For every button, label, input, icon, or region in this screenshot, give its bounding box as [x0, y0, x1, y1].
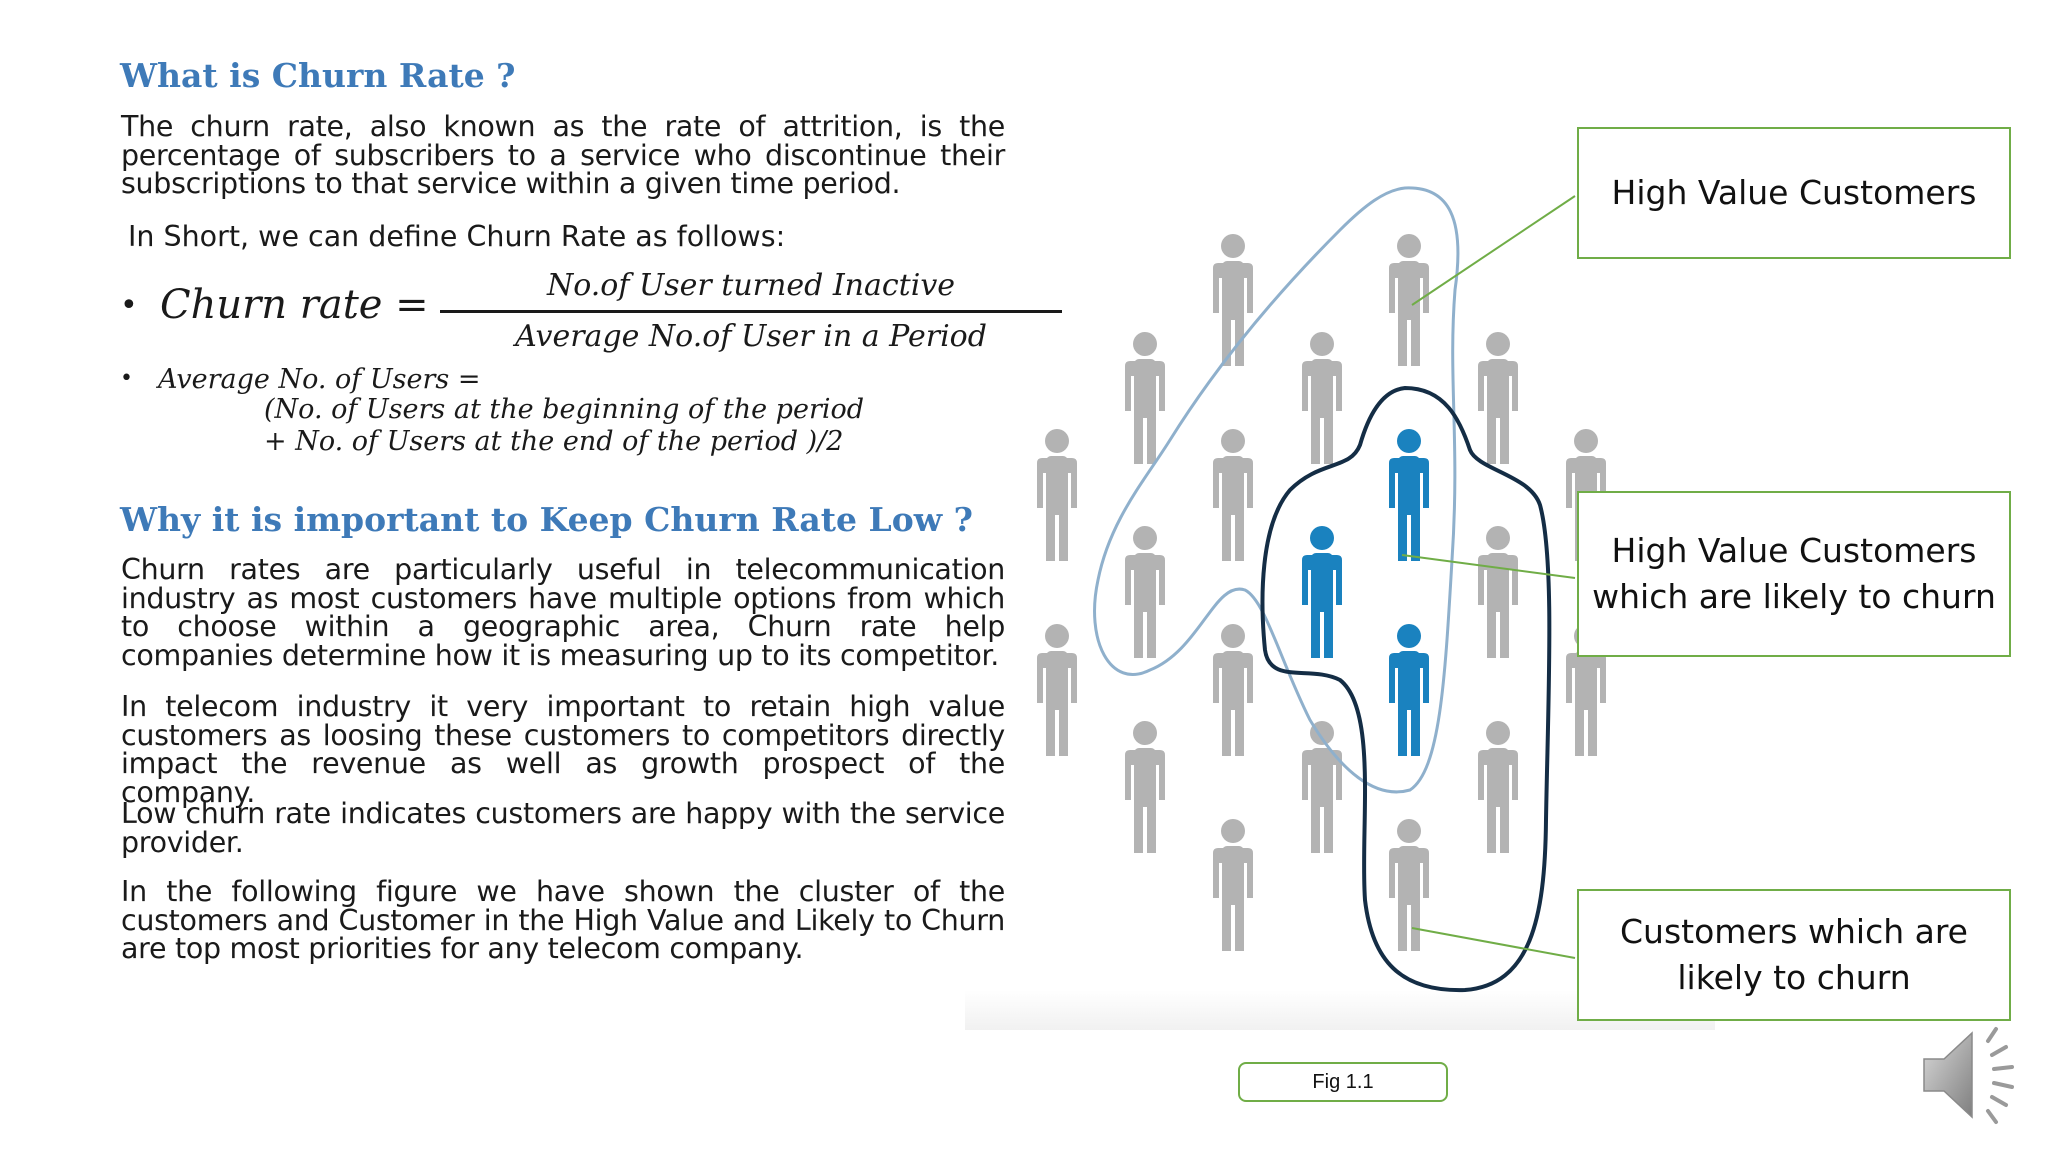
- callout-high-value-churn: High Value Customers which are likely to…: [1577, 491, 2011, 657]
- callout-high-value: High Value Customers: [1577, 127, 2011, 259]
- formula-denominator: Average No.of User in a Period: [515, 319, 987, 354]
- callout-likely-churn-line2: likely to churn: [1677, 958, 1911, 997]
- formula-average-users: • Average No. of Users = (No. of Users a…: [120, 364, 865, 457]
- paragraph-figure: In the following figure we have shown th…: [121, 875, 1005, 965]
- in-short-text: In Short, we can define Churn Rate as fo…: [128, 220, 786, 253]
- callout-high-value-churn-line2: which are likely to churn: [1592, 577, 1996, 616]
- paragraph-retain: In telecom industry it very important to…: [121, 690, 1005, 809]
- heading-what-is-churn: What is Churn Rate ?: [120, 56, 516, 95]
- formula-numerator: No.of User turned Inactive: [546, 268, 956, 303]
- speaker-icon[interactable]: [1920, 1025, 2024, 1125]
- connector-high-value: [1411, 195, 1576, 306]
- formula2-line1: (No. of Users at the beginning of the pe…: [264, 394, 865, 425]
- definition-text: The churn rate, also known as the rate o…: [121, 110, 1005, 200]
- fraction-bar: [440, 310, 1062, 313]
- paragraph-low-churn: Low churn rate indicates customers are h…: [121, 797, 1005, 859]
- formula-lhs: Churn rate =: [160, 282, 429, 328]
- connector-high-value-churn: [1401, 554, 1576, 579]
- high-value-outline: [1093, 186, 1460, 794]
- callout-high-value-churn-line1: High Value Customers: [1611, 531, 1977, 570]
- likely-churn-outline: [1260, 385, 1552, 993]
- formula-churn-rate: • Churn rate = No.of User turned Inactiv…: [120, 266, 1062, 356]
- blue-customers: [1302, 429, 1429, 756]
- heading-why-important: Why it is important to Keep Churn Rate L…: [120, 500, 973, 539]
- callout-likely-churn-line1: Customers which are: [1620, 912, 1968, 951]
- formula2-lhs: Average No. of Users =: [158, 364, 481, 395]
- callout-high-value-label: High Value Customers: [1611, 173, 1977, 212]
- connector-likely-churn: [1411, 927, 1576, 959]
- figure-caption: Fig 1.1: [1238, 1062, 1448, 1102]
- paragraph-telecom: Churn rates are particularly useful in t…: [121, 553, 1005, 672]
- formula2-line2: + No. of Users at the end of the period …: [264, 426, 844, 457]
- callout-likely-churn: Customers which are likely to churn: [1577, 889, 2011, 1021]
